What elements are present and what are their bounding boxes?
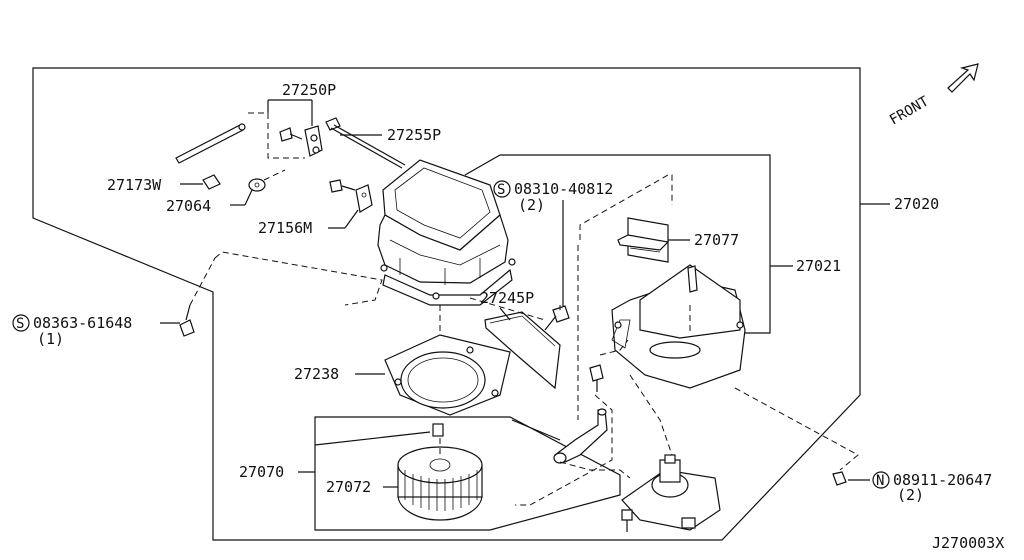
svg-text:N: N xyxy=(876,473,884,489)
n-symbol-icon xyxy=(872,471,890,489)
group-27021-border xyxy=(500,154,771,334)
s-symbol-icon xyxy=(493,180,511,198)
label-27156M: 27156M xyxy=(258,219,312,237)
label-08911-qty: (2) xyxy=(897,486,924,504)
blower-motor-icon xyxy=(621,454,721,531)
cover-27077-icon xyxy=(617,217,670,263)
linkage-rod-icon xyxy=(175,123,246,164)
lower-housing-27021-icon xyxy=(611,264,746,389)
screw-icon xyxy=(329,179,356,193)
label-08363-qty: (1) xyxy=(37,330,64,348)
label-08911: 08911-20647 xyxy=(893,471,992,489)
outer-border xyxy=(32,67,861,541)
screw-icon xyxy=(589,364,604,392)
label-27064: 27064 xyxy=(166,197,211,215)
nut-icon xyxy=(432,423,444,437)
label-27245P: 27245P xyxy=(480,289,534,307)
label-27255P: 27255P xyxy=(387,126,441,144)
drain-hose-icon xyxy=(553,408,608,464)
intake-housing-icon xyxy=(377,159,516,306)
screw-icon xyxy=(621,509,633,532)
label-27020: 27020 xyxy=(894,195,939,213)
front-label: FRONT xyxy=(887,93,932,128)
s-symbol-icon xyxy=(12,314,30,332)
filter-plate-27245P-icon xyxy=(484,311,561,390)
label-08310: 08310-40812 xyxy=(514,180,613,198)
nut-08911-icon xyxy=(832,471,847,486)
label-08363: 08363-61648 xyxy=(33,314,132,332)
grommet-27064-icon xyxy=(248,178,266,192)
label-27070: 27070 xyxy=(239,463,284,481)
label-27173W: 27173W xyxy=(107,176,162,194)
group-27070-border xyxy=(314,416,621,531)
label-27250P: 27250P xyxy=(282,81,336,99)
svg-text:S: S xyxy=(16,316,24,332)
label-27021: 27021 xyxy=(796,257,841,275)
label-08310-qty: (2) xyxy=(518,196,545,214)
svg-text:S: S xyxy=(497,182,505,198)
screw-08310-icon xyxy=(544,305,570,331)
bracket-27250P-icon xyxy=(304,125,323,157)
link-27156M-icon xyxy=(355,184,373,213)
diagram-code: J270003X xyxy=(932,534,1004,552)
label-27238: 27238 xyxy=(294,365,339,383)
label-27072: 27072 xyxy=(326,478,371,496)
label-27077: 27077 xyxy=(694,231,739,249)
screw-08363-icon xyxy=(179,304,195,337)
screw-icon xyxy=(279,127,303,142)
gasket-27238-icon xyxy=(384,334,511,416)
clip-27173W-icon xyxy=(202,174,221,190)
front-arrow-icon xyxy=(947,63,979,93)
fan-wheel-27072-icon xyxy=(397,446,483,521)
